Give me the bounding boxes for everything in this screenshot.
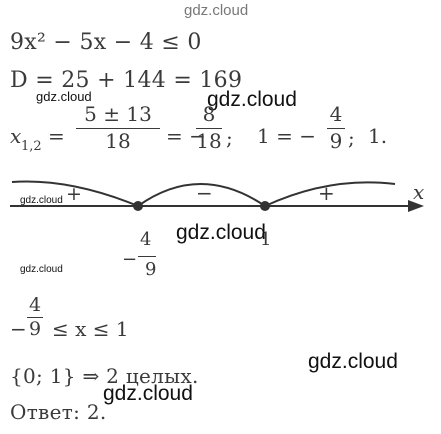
fraction-bar xyxy=(138,256,156,257)
integer-count: {0; 1} ⇒ 2 целых. xyxy=(10,364,199,388)
watermark: gdz.cloud xyxy=(207,88,297,111)
watermark: gdz.cloud xyxy=(103,382,193,405)
separator: ; xyxy=(226,126,233,150)
fraction-main: 5 ± 13 18 xyxy=(76,102,160,153)
watermark: gdz.cloud xyxy=(20,195,63,206)
x-variable: x xyxy=(10,124,22,148)
watermark: gdz.cloud xyxy=(20,264,63,275)
watermark: gdz.cloud xyxy=(176,221,266,244)
numerator: 4 xyxy=(329,102,343,126)
one-equals: 1 = − xyxy=(257,124,316,148)
watermark: gdz.cloud xyxy=(308,350,398,373)
point-left-denominator: 9 xyxy=(145,259,157,280)
discriminant: D = 25 + 144 = 169 xyxy=(10,68,243,93)
watermark: gdz.cloud xyxy=(36,89,92,104)
point-right-label: 1 xyxy=(260,229,272,250)
equals-sign: = xyxy=(48,124,65,148)
denominator: 18 xyxy=(196,129,222,153)
watermark: gdz.cloud xyxy=(184,2,249,19)
arc-left xyxy=(11,180,139,207)
separator: ; xyxy=(348,126,355,150)
arc-right xyxy=(264,181,396,207)
sign-middle: − xyxy=(196,181,213,205)
numerator: 4 xyxy=(28,294,42,316)
axis-label: x xyxy=(413,180,425,204)
number-line xyxy=(10,180,424,212)
point-left-numerator: 4 xyxy=(140,229,152,250)
axis-arrow-icon xyxy=(408,200,424,212)
interval-rest: ≤ x ≤ 1 xyxy=(52,317,129,341)
fraction-4-9: 4 9 xyxy=(27,294,43,340)
arc-middle xyxy=(137,183,266,207)
point-left xyxy=(133,201,143,211)
inequality: 9x² − 5x − 4 ≤ 0 xyxy=(10,30,202,55)
minus-sign: − xyxy=(10,317,27,341)
sign-right: + xyxy=(318,181,335,205)
numerator: 8 xyxy=(202,102,216,126)
fraction-8-18: 8 18 xyxy=(196,102,222,153)
denominator: 9 xyxy=(329,129,343,153)
x-subscript: 1,2 xyxy=(21,139,42,154)
numerator: 5 ± 13 xyxy=(84,102,152,126)
sign-left: + xyxy=(66,183,82,205)
point-right xyxy=(260,201,270,211)
denominator: 9 xyxy=(28,318,42,340)
answer: Ответ: 2. xyxy=(10,400,107,424)
point-left-minus: − xyxy=(122,249,138,270)
fraction-4-9: 4 9 xyxy=(327,102,345,153)
root-one: 1. xyxy=(368,124,388,148)
denominator: 18 xyxy=(105,129,131,153)
